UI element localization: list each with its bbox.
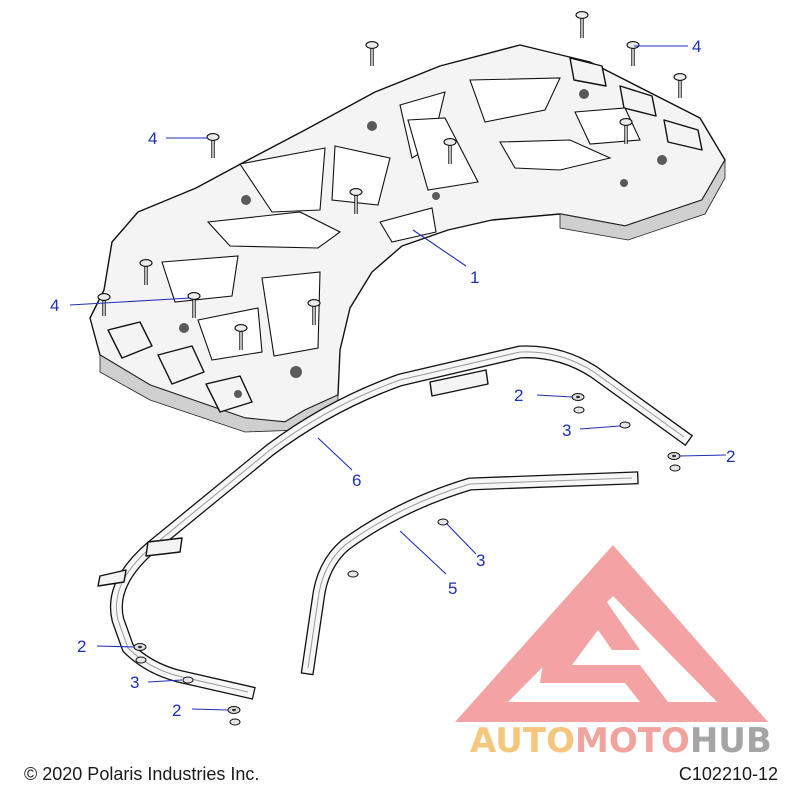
fasteners [133, 393, 681, 726]
nut [135, 656, 147, 664]
nut [437, 518, 449, 526]
watermark-text: AUTOMOTOHUB [470, 721, 772, 761]
watermark-text-hub: HUB [690, 721, 772, 761]
bolt [187, 292, 201, 318]
nut [573, 406, 585, 414]
bolt [443, 138, 457, 164]
nut [347, 570, 359, 578]
bolt [673, 73, 687, 98]
nut [669, 464, 681, 472]
nut [619, 421, 631, 429]
bolt [97, 293, 111, 316]
callout-3: 3 [476, 551, 485, 570]
outer-rail [97, 345, 694, 700]
callout-2: 2 [514, 386, 523, 405]
diagram-code: C102210-12 [678, 764, 778, 784]
bolt [349, 188, 363, 214]
watermark-logo: AUTOMOTOHUB [455, 545, 772, 761]
rack-panel-holes [179, 89, 667, 398]
outer-rail-bracket [97, 569, 127, 587]
callout-2: 2 [172, 701, 181, 720]
watermark-text-auto: AUTO [470, 721, 575, 761]
callout-leaders [69, 45, 727, 711]
callout-4: 4 [692, 37, 701, 56]
copyright-notice: © 2020 Polaris Industries Inc. [24, 764, 260, 784]
callout-2: 2 [726, 447, 735, 466]
washer [133, 643, 147, 651]
watermark-inner-mark [540, 592, 668, 702]
rack-panel-feet [107, 57, 703, 413]
callout-labels: 1 2 2 2 2 3 3 3 4 4 4 5 6 [50, 37, 735, 720]
watermark-triangle [455, 545, 768, 722]
bolt [206, 133, 220, 158]
callout-2: 2 [77, 637, 86, 656]
rack-panel-skirt-rear [559, 158, 726, 241]
washer [571, 393, 585, 401]
watermark-text-moto: MOTO [575, 721, 690, 761]
bolt [365, 41, 379, 66]
bolt [575, 11, 589, 38]
outer-rail-bracket [145, 537, 183, 557]
outer-rail-bracket [429, 369, 489, 397]
bolt [234, 324, 248, 350]
nut [182, 676, 194, 684]
bolts [97, 11, 687, 350]
callout-4: 4 [50, 296, 59, 315]
callout-3: 3 [562, 421, 571, 440]
bolt [626, 41, 640, 66]
inner-rail [300, 471, 639, 676]
callout-4: 4 [148, 129, 157, 148]
washer [667, 452, 681, 460]
callout-3: 3 [130, 673, 139, 692]
rack-panel-cutouts [161, 77, 641, 361]
callout-1: 1 [470, 268, 479, 287]
washer [227, 706, 241, 714]
callout-5: 5 [448, 579, 457, 598]
bolt [619, 118, 633, 144]
callout-6: 6 [352, 471, 361, 490]
rack-panel [89, 44, 726, 433]
bolt [307, 299, 321, 325]
bolt [139, 259, 153, 285]
nut [229, 718, 241, 726]
